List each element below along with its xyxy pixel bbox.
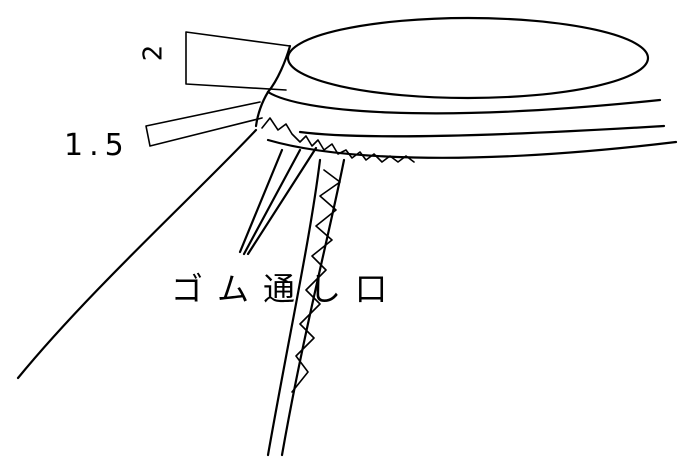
band-upper-line <box>298 124 666 138</box>
left-seam-line <box>16 128 258 380</box>
waistband-bottom-edge <box>266 90 662 115</box>
waist-opening-ellipse <box>286 16 650 100</box>
height-dimension-label: 2 <box>138 44 169 62</box>
waistband-left-edge <box>266 44 292 94</box>
side-seam-left <box>266 158 322 457</box>
width-dimension-label: 1.5 <box>64 128 130 163</box>
height-dimension-bracket <box>185 31 291 91</box>
band-zigzag-stitch <box>261 117 415 163</box>
width-dimension-bracket <box>145 101 263 147</box>
side-seam-zigzag <box>291 169 341 393</box>
band-lower-line <box>266 138 678 159</box>
opening-pointer-right <box>246 146 318 256</box>
side-seam-right <box>280 158 346 457</box>
opening-pointer-left <box>238 148 302 256</box>
elastic-opening-label: ゴム通し口 <box>171 270 402 308</box>
waistband-lower-left-edge <box>254 90 270 128</box>
